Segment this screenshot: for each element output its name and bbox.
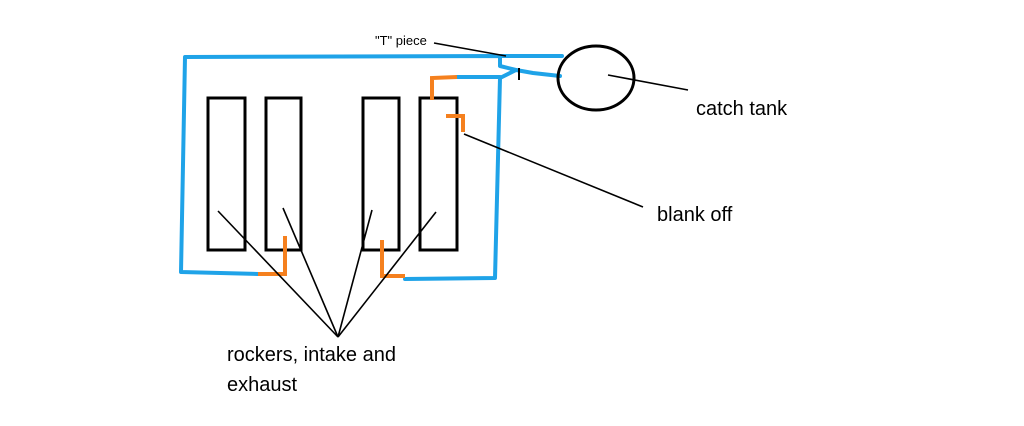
catch-tank-shape <box>556 44 636 112</box>
blank-off-label: blank off <box>657 204 733 226</box>
fitting-cover-2 <box>258 236 287 276</box>
blank-off-pointer <box>463 133 644 208</box>
fitting-cover-3 <box>380 240 405 278</box>
hose-t-branch <box>514 68 562 78</box>
fitting-cover-4-inlet <box>430 75 458 100</box>
blank-off-fitting <box>446 114 465 132</box>
rockers-label-line1: rockers, intake and <box>227 344 396 366</box>
t-piece-pointer <box>433 42 507 57</box>
catch-tank-label: catch tank <box>696 98 788 120</box>
rocker-cover-2 <box>264 96 303 252</box>
catch-tank-pointer <box>607 74 689 91</box>
breather-hose <box>179 54 518 281</box>
t-piece-label: "T" piece <box>375 33 427 48</box>
rockers-label-line2: exhaust <box>227 374 298 396</box>
rocker-cover-3 <box>361 96 401 252</box>
rockers-pointers <box>217 207 437 338</box>
rocker-cover-1 <box>206 96 247 252</box>
rocker-cover-4 <box>418 96 459 252</box>
